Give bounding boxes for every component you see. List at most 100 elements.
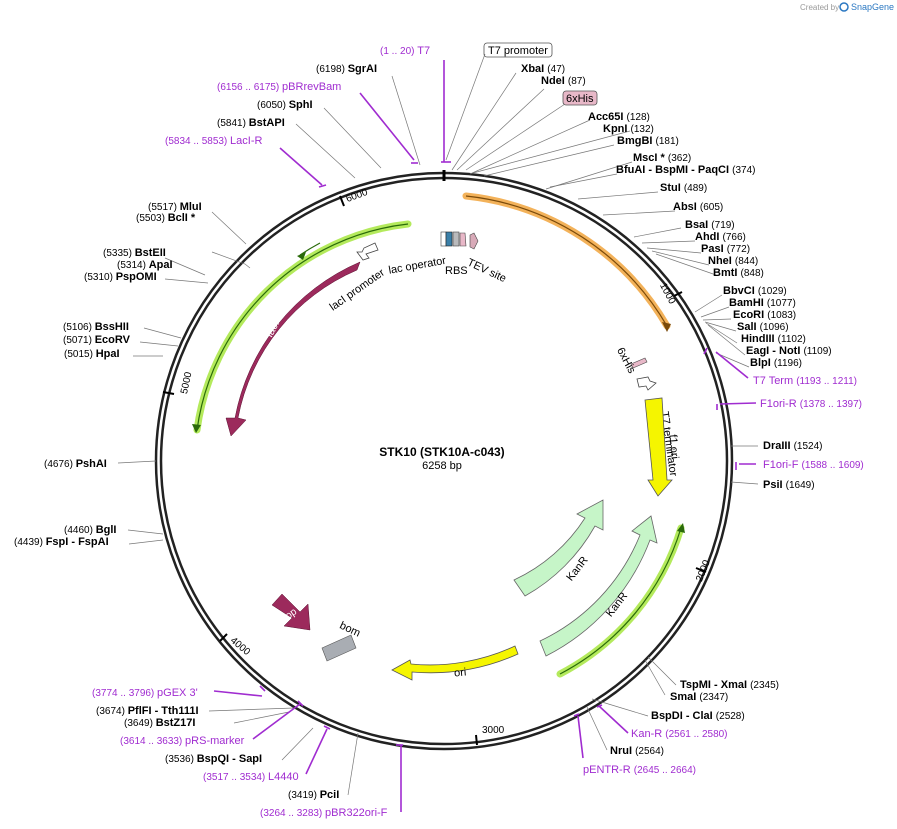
hindiii-name: HindIII [741,333,778,345]
l4440-name: L4440 [268,771,299,783]
pentr-r-name: pENTR-R [583,764,634,776]
pshai-position: (4676) [44,459,76,470]
laci-feature[interactable] [225,261,361,437]
label-pspomi[interactable]: (5310) PspOMI [84,271,157,283]
label-ecori[interactable]: EcoRI (1083) [733,309,796,321]
laci-promoter-feature[interactable] [356,242,379,261]
label-nrui[interactable]: NruI (2564) [610,745,664,757]
label-pentr-r[interactable]: pENTR-R (2645 .. 2664) [583,764,696,776]
label-bbvci[interactable]: BbvCI (1029) [723,285,787,297]
label-bgli[interactable]: (4460) BglI [64,524,116,536]
label-pflfi[interactable]: (3674) PflFI - Tth111I [96,705,199,717]
label-bcli[interactable]: (5503) BclI * [136,212,196,224]
rbs-feature[interactable] [452,231,460,247]
kanr-feature-2[interactable] [539,515,658,657]
t7-promoter-feature[interactable] [445,231,453,247]
label-xbai[interactable]: XbaI (47) [521,63,565,75]
orf-arc-orange-head [662,322,671,332]
tev-site-feature[interactable] [469,232,479,250]
label-bstz17i[interactable]: (3649) BstZ17I [124,717,195,729]
label-draiii[interactable]: DraIII (1524) [763,440,822,452]
tick-5000 [162,391,175,395]
label-l4440[interactable]: (3517 .. 3534) L4440 [203,771,299,783]
absi-name: AbsI [673,201,700,213]
bstz17i-position: (3649) [124,718,156,729]
label-laci-r[interactable]: (5834 .. 5853) LacI-R [165,135,263,147]
label-kan-r[interactable]: Kan-R (2561 .. 2580) [631,728,728,740]
label-pbrrevbam[interactable]: (6156 .. 6175) pBRrevBam [217,81,341,93]
label-mlui[interactable]: (5517) MluI [148,201,202,213]
label-prs-marker[interactable]: (3614 .. 3633) pRS-marker [120,735,245,747]
bamhi-position: (1077) [767,298,796,309]
label-msci[interactable]: MscI * (362) [633,152,691,164]
lac-operator-feature[interactable] [440,231,447,247]
label-t7-term[interactable]: T7 Term (1193 .. 1211) [753,375,857,387]
label-bsshii[interactable]: (5106) BssHII [63,321,129,333]
label-bfuai[interactable]: BfuAI - BspMI - PaqCI (374) [616,164,755,176]
label-bspqi[interactable]: (3536) BspQI - SapI [165,753,262,765]
label-sphi[interactable]: (6050) SphI [257,99,313,111]
label-ndei[interactable]: NdeI (87) [541,75,586,87]
label-bstapi[interactable]: (5841) BstAPI [217,117,285,129]
plasmid-title: STK10 (STK10A-c043) [379,445,504,459]
label-pbr322ori-f[interactable]: (3264 .. 3283) pBR322ori-F [260,807,388,819]
rop-feature[interactable] [271,593,311,631]
label-smai[interactable]: SmaI (2347) [670,691,728,703]
label-stui[interactable]: StuI (489) [660,182,707,194]
label-bsteii[interactable]: (5335) BstEII [103,247,166,259]
label-blpi[interactable]: BlpI (1196) [750,357,802,369]
his-tag-feature[interactable] [459,232,467,247]
label-t7[interactable]: (1 .. 20) T7 [380,45,430,57]
apai-name: ApaI [149,259,173,271]
label-ahdi[interactable]: AhdI (766) [695,231,746,243]
kan-r-position: (2561 .. 2580) [665,729,727,740]
label-bmti[interactable]: BmtI (848) [713,267,764,279]
label-f1ori-f[interactable]: F1ori-F (1588 .. 1609) [763,459,864,471]
ori-feature[interactable] [391,645,519,681]
label-fspi[interactable]: (4439) FspI - FspAI [14,536,109,548]
label-tspmi[interactable]: TspMI - XmaI (2345) [680,679,779,691]
label-bsai[interactable]: BsaI (719) [685,219,735,231]
tev-site-label: TEV site [465,257,508,285]
label-pgex3[interactable]: (3774 .. 3796) pGEX 3' [92,687,198,699]
label-sali[interactable]: SalI (1096) [737,321,789,333]
label-psii[interactable]: PsiI (1649) [763,479,815,491]
acc65i-name: Acc65I [588,111,627,123]
his6-box [562,90,598,106]
label-bspdi[interactable]: BspDI - ClaI (2528) [651,710,745,722]
t7-terminator-feature[interactable] [636,376,657,391]
label-hindiii[interactable]: HindIII (1102) [741,333,806,345]
label-f1ori-r[interactable]: F1ori-R (1378 .. 1397) [760,398,862,410]
label-nhei[interactable]: NheI (844) [708,255,758,267]
bspdi-name: BspDI - ClaI [651,710,716,722]
bcli-name: BclI * [168,212,196,224]
label-pasi[interactable]: PasI (772) [701,243,750,255]
label-eagi[interactable]: EagI - NotI (1109) [746,345,832,357]
kanr-feature-1[interactable] [513,499,604,597]
label-bmgbi[interactable]: BmgBI (181) [617,135,679,147]
label-absi[interactable]: AbsI (605) [673,201,723,213]
label-pcii[interactable]: (3419) PciI [288,789,339,801]
f1-ori-feature[interactable] [644,397,673,497]
label-kpni[interactable]: KpnI (132) [603,123,654,135]
bsshii-position: (5106) [63,322,95,333]
label-acc65i[interactable]: Acc65I (128) [588,111,650,123]
pspomi-position: (5310) [84,272,116,283]
label-ecorv[interactable]: (5071) EcoRV [63,334,131,346]
label-bamhi[interactable]: BamHI (1077) [729,297,796,309]
label-apai[interactable]: (5314) ApaI [117,259,173,271]
psii-name: PsiI [763,479,786,491]
his6-inner-feature[interactable] [630,357,648,369]
bmti-name: BmtI [713,267,741,279]
label-pshai[interactable]: (4676) PshAI [44,458,107,470]
bom-feature[interactable] [321,634,357,662]
bsshii-name: BssHII [95,321,129,333]
label-hpai[interactable]: (5015) HpaI [64,348,120,360]
tick-marks [162,170,707,746]
label-sgrai[interactable]: (6198) SgrAI [316,63,377,75]
orf-arc-orange [462,192,671,330]
f1ori-r-position: (1378 .. 1397) [800,399,862,410]
msci-name: MscI * [633,152,668,164]
pbrrevbam-position: (6156 .. 6175) [217,82,282,93]
